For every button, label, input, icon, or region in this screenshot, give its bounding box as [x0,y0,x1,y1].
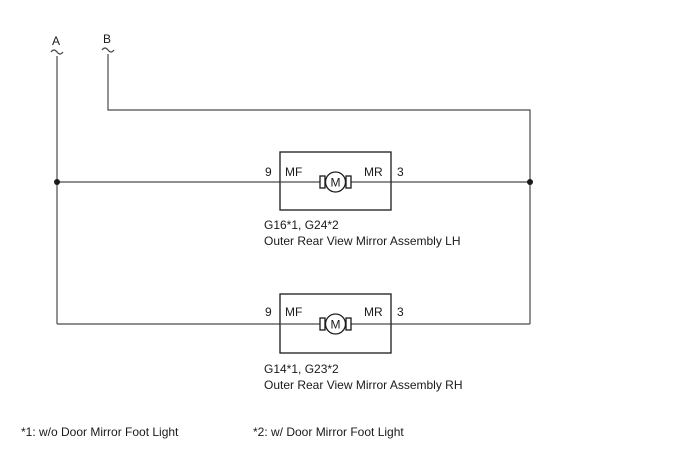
footnote-1: *1: w/o Door Mirror Foot Light [21,425,179,439]
rh-terminal-left: MF [285,305,302,319]
lh-motor-icon [324,171,347,193]
rh-motor-terminal-right [345,317,352,331]
wire-a-break-symbol [50,49,64,55]
lh-terminal-left: MF [285,165,302,179]
wire-b-label: B [103,32,111,46]
lh-terminal-right: MR [364,165,383,179]
lh-mirror-assembly: M 9 MF MR 3 G16*1, G24*2 Outer Rear View… [264,151,461,248]
rh-pin-right: 3 [397,305,404,319]
wire-a-label: A [52,34,60,48]
rh-connector-codes: G14*1, G23*2 [264,362,339,376]
rh-motor-symbol-label: M [331,318,341,332]
lh-assembly-name: Outer Rear View Mirror Assembly LH [264,234,461,248]
rh-mirror-assembly: M 9 MF MR 3 G14*1, G23*2 Outer Rear View… [264,293,463,392]
rh-motor-icon [324,313,347,335]
wire-b-break-symbol [101,47,115,53]
rh-assembly-name: Outer Rear View Mirror Assembly RH [264,378,463,392]
rh-motor-terminal-left [319,317,326,331]
wire-b [107,54,531,324]
lh-pin-right: 3 [397,165,404,179]
junction-dot-a [54,179,60,185]
junction-dot-b [527,179,533,185]
lh-connector-codes: G16*1, G24*2 [264,218,339,232]
rh-terminal-right: MR [364,305,383,319]
lh-pin-left: 9 [265,165,272,179]
footnote-2: *2: w/ Door Mirror Foot Light [253,425,404,439]
lh-motor-terminal-right [345,175,352,189]
lh-motor-symbol-label: M [331,176,341,190]
rh-pin-left: 9 [265,305,272,319]
lh-motor-terminal-left [319,175,326,189]
